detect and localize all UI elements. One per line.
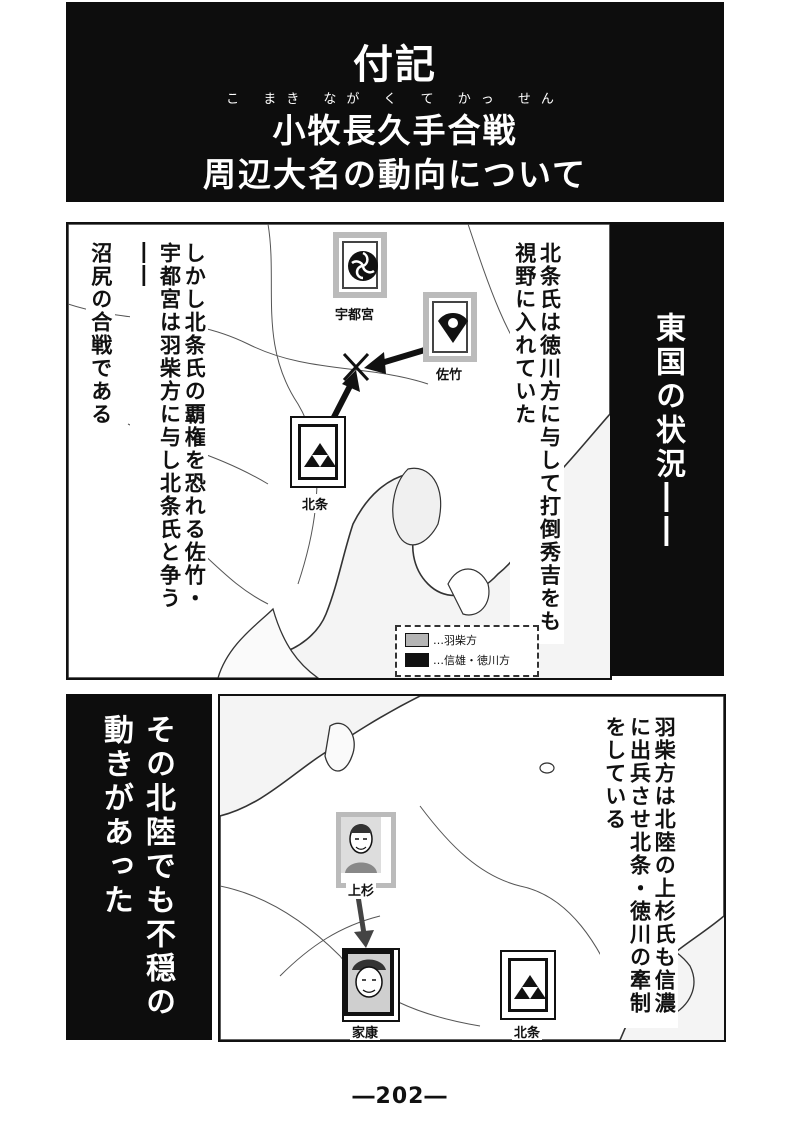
- legend-nobukatsu: …信雄・徳川方: [433, 654, 510, 667]
- map-legend: …羽柴方 …信雄・徳川方: [395, 625, 539, 677]
- satake-utsunomiya-caption: しかし北条氏の覇権を恐れる佐竹・宇都宮は羽柴方に与し北条氏と争う――: [130, 240, 209, 614]
- east-map-panel: 宇都宮 佐竹 北条 北条氏は徳川方に与して打倒秀吉をも視野に入れていた しかし北…: [66, 222, 612, 680]
- satake-label: 佐竹: [434, 364, 465, 383]
- utsunomiya-label: 宇都宮: [333, 304, 377, 323]
- legend-hashiba: …羽柴方: [433, 634, 477, 647]
- page-number: ―202―: [352, 1084, 448, 1109]
- title-banner: 付記 こ まき なが く て かっ せん 小牧長久手合戦 周辺大名の動向について: [66, 2, 724, 202]
- uesugi-label: 上杉: [346, 880, 377, 899]
- hokuriku-map-panel: 上杉 家康 北条 羽柴方は北陸の上杉氏も信濃に出兵させ北条・徳川の牽制をしている: [218, 694, 726, 1042]
- hashiba-swatch: [405, 633, 429, 647]
- subtitle-battle: 小牧長久手合戦: [272, 111, 518, 150]
- satake-crest: [423, 292, 477, 362]
- uesugi-face-icon: [341, 817, 381, 873]
- east-heading: 東国の状況――: [650, 312, 685, 550]
- ieyasu-label: 家康: [350, 1022, 381, 1040]
- ieyasu-face-icon: [344, 950, 394, 1016]
- page-title: 付記: [353, 42, 437, 88]
- utsunomiya-crest: [333, 232, 387, 298]
- title-ruby: こ まき なが く て かっ せん: [226, 92, 564, 107]
- fan-icon: [438, 312, 468, 343]
- tokugawa-swatch: [405, 653, 429, 667]
- hojo-crest-hokuriku: [500, 950, 556, 1020]
- hojo-label-east: 北条: [300, 494, 331, 513]
- numajiri-caption: 沼尻の合戦である: [86, 240, 115, 474]
- uesugi-portrait: [336, 812, 396, 888]
- ieyasu-portrait: [342, 948, 400, 1022]
- hokuriku-caption: 羽柴方は北陸の上杉氏も信濃に出兵させ北条・徳川の牽制をしている: [600, 714, 679, 1028]
- mitsuuroko-icon-2: [514, 975, 546, 999]
- mitsudomoe-icon: [348, 251, 378, 281]
- subtitle-topic: 周辺大名の動向について: [202, 155, 587, 194]
- hojo-caption: 北条氏は徳川方に与して打倒秀吉をも視野に入れていた: [510, 240, 564, 644]
- mitsuuroko-icon: [304, 443, 336, 467]
- hokuriku-heading: その北陸でも不穏の動きがあった: [98, 714, 175, 1020]
- east-heading-panel: 東国の状況――: [610, 222, 724, 676]
- hokuriku-heading-panel: その北陸でも不穏の動きがあった: [66, 694, 212, 1040]
- hojo-crest-east: [290, 416, 346, 488]
- hojo-label-hokuriku: 北条: [512, 1022, 543, 1040]
